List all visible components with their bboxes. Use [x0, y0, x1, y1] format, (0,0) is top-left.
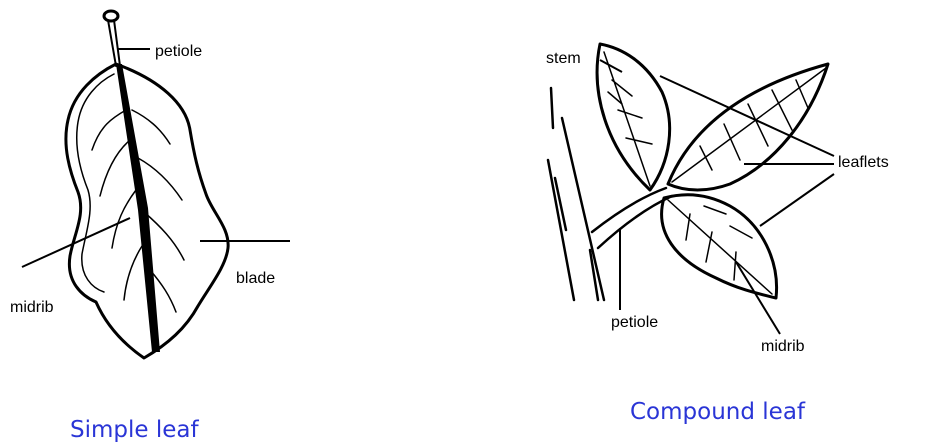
label-compound-stem: stem — [546, 50, 581, 67]
compound-leaf-drawing — [548, 44, 834, 334]
leader-leaflet-3 — [760, 174, 834, 226]
leaflet-top-right — [668, 64, 828, 190]
label-compound-petiole: petiole — [611, 314, 658, 331]
simple-leaf-midrib — [116, 64, 160, 352]
compound-petiole — [592, 188, 672, 248]
petiole-tip — [104, 11, 118, 21]
label-simple-midrib: midrib — [10, 299, 54, 316]
simple-leaf-drawing — [22, 11, 290, 358]
simple-leaf-veins — [92, 110, 184, 312]
label-compound-leaflets: leaflets — [838, 154, 889, 171]
leader-simple-midrib — [22, 218, 130, 267]
compound-stem — [548, 88, 604, 300]
label-simple-petiole: petiole — [155, 43, 202, 60]
simple-petiole-stalk — [108, 20, 120, 66]
simple-leaf-title: Simple leaf — [70, 417, 199, 443]
label-simple-blade: blade — [236, 270, 275, 287]
compound-leaf-title: Compound leaf — [630, 399, 806, 425]
leader-leaflet-1 — [660, 76, 834, 156]
label-compound-midrib: midrib — [761, 338, 805, 355]
simple-leaf-inner-edge — [77, 74, 114, 292]
